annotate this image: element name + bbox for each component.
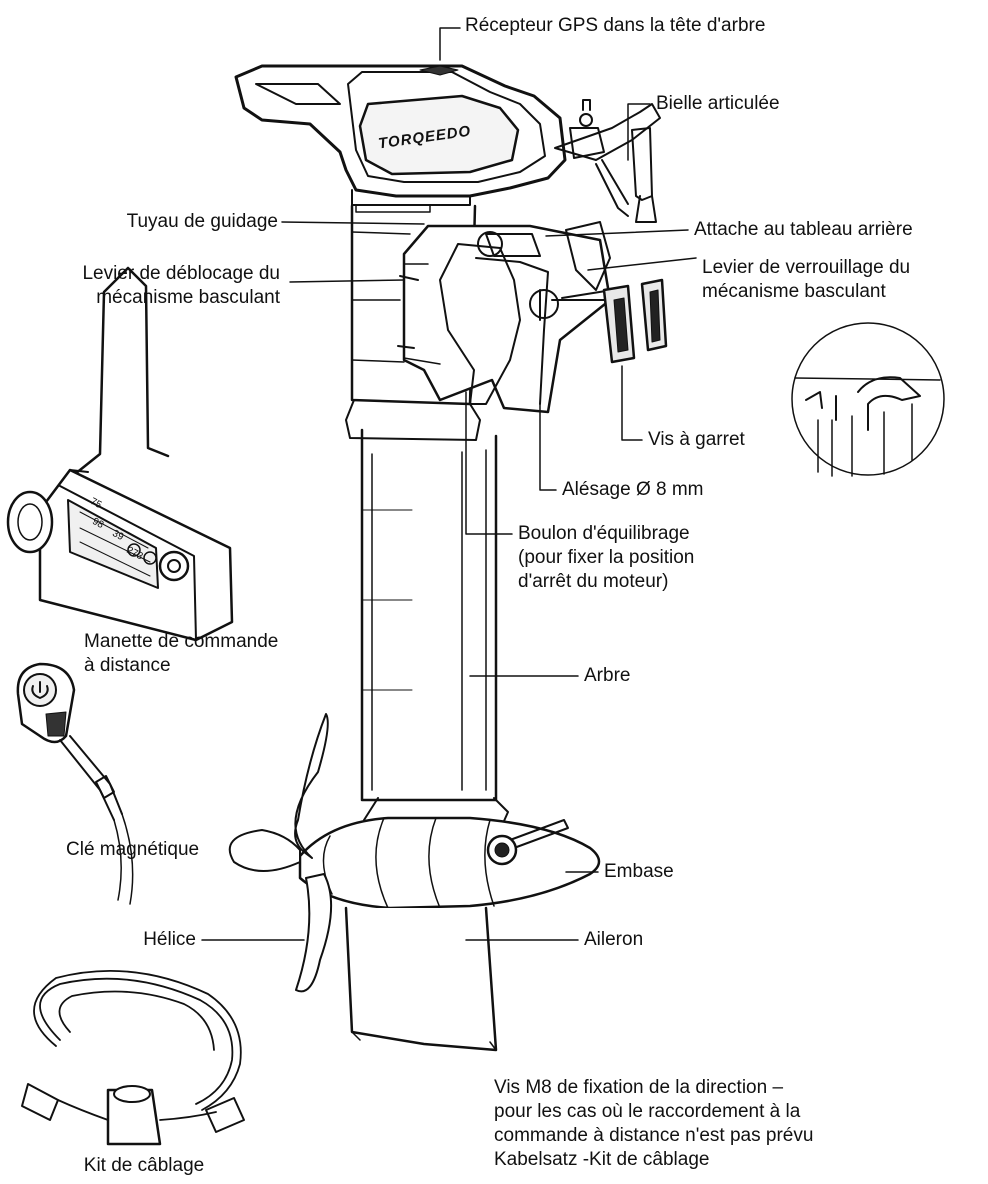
label-tilt-release-lever: Levier de déblocage du mécanisme bascula…	[82, 263, 280, 308]
m8-screw	[486, 819, 569, 866]
label-trim-bolt: Boulon d'équilibrage (pour fixer la posi…	[518, 523, 695, 592]
label-m8-screw: Vis M8 de fixation de la direction – pou…	[494, 1077, 814, 1170]
leader-vis-garret	[621, 365, 643, 441]
motor-head	[234, 64, 567, 213]
detail-inset	[791, 322, 945, 477]
magnetic-key	[16, 662, 134, 905]
label-shaft: Arbre	[584, 665, 631, 686]
transom-clamp	[397, 224, 612, 414]
cable-kit	[21, 969, 245, 1146]
label-clamp-screw: Vis à garret	[648, 429, 745, 450]
leader-deblocage	[289, 279, 405, 283]
label-cable-kit: Kit de câblage	[83, 1155, 205, 1176]
leader-alesage	[539, 403, 557, 491]
clamp-screws	[561, 221, 668, 364]
leader-lines	[201, 27, 697, 941]
lower-unit	[298, 797, 601, 1052]
articulated-rod	[554, 99, 661, 223]
label-articulated-rod: Bielle articulée	[656, 93, 780, 114]
label-bore: Alésage Ø 8 mm	[562, 479, 704, 500]
leader-attache	[545, 229, 689, 237]
label-magnetic-key: Clé magnétique	[66, 839, 200, 860]
label-tilt-lock-lever: Levier de verrouillage du mécanisme basc…	[702, 257, 911, 302]
remote-throttle	[6, 266, 234, 642]
leader-tuyau	[281, 221, 425, 225]
leader-bielle	[627, 103, 651, 161]
label-transom-clamp: Attache au tableau arrière	[694, 219, 913, 240]
label-remote-throttle: Manette de commande à distance	[84, 631, 279, 676]
leader-boulon	[465, 391, 513, 535]
label-gps-receiver: Récepteur GPS dans la tête d'arbre	[465, 15, 766, 36]
label-fin: Aileron	[584, 929, 644, 950]
leader-gps	[439, 27, 461, 61]
leader-verrouillage	[587, 257, 697, 271]
label-guide-tube: Tuyau de guidage	[126, 211, 278, 232]
propeller	[228, 713, 333, 993]
label-lower-unit: Embase	[604, 861, 674, 882]
label-propeller: Hélice	[143, 929, 196, 950]
